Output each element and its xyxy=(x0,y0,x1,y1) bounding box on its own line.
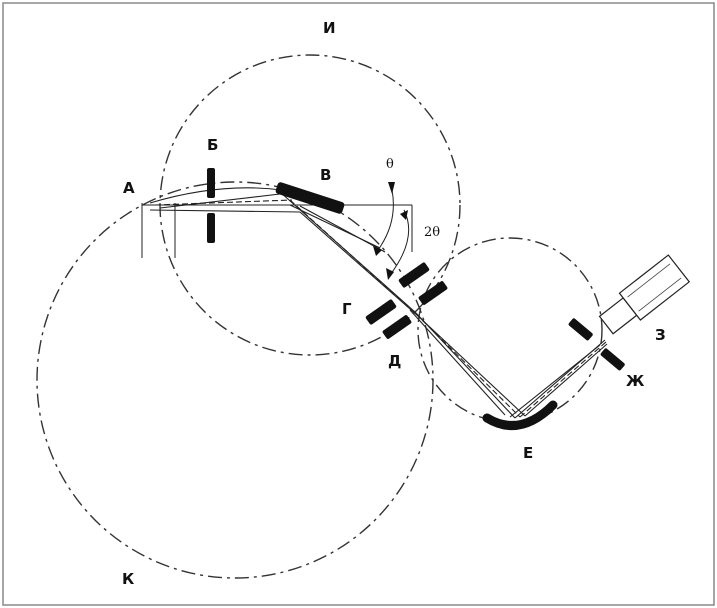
slit-d xyxy=(382,281,448,339)
label-zh: Ж xyxy=(626,372,645,390)
label-k: К xyxy=(122,570,135,588)
label-e: Е xyxy=(523,444,533,462)
beam-to-mirror xyxy=(409,309,526,419)
slit-b xyxy=(207,168,215,243)
circle-K xyxy=(36,181,434,579)
slit-g xyxy=(365,262,430,325)
label-a: А xyxy=(123,179,135,197)
label-b: Б xyxy=(207,136,218,154)
crystal-v xyxy=(275,182,345,214)
label-g: Г xyxy=(342,300,352,318)
beam-to-detector xyxy=(509,339,608,419)
label-i: И xyxy=(323,19,336,37)
angle-theta xyxy=(373,182,395,256)
circle-E xyxy=(417,237,603,423)
label-two-theta: 2θ xyxy=(424,225,440,240)
diffracted-beam xyxy=(279,191,419,317)
detector-z xyxy=(598,254,691,335)
angle-two-theta xyxy=(386,209,410,280)
label-z: З xyxy=(655,326,666,344)
label-d: Д xyxy=(388,352,401,370)
label-theta: θ xyxy=(386,157,394,172)
incident-beam xyxy=(149,187,301,213)
mirror-e xyxy=(482,400,558,430)
slit-zh xyxy=(568,318,625,371)
label-v: В xyxy=(320,166,331,184)
